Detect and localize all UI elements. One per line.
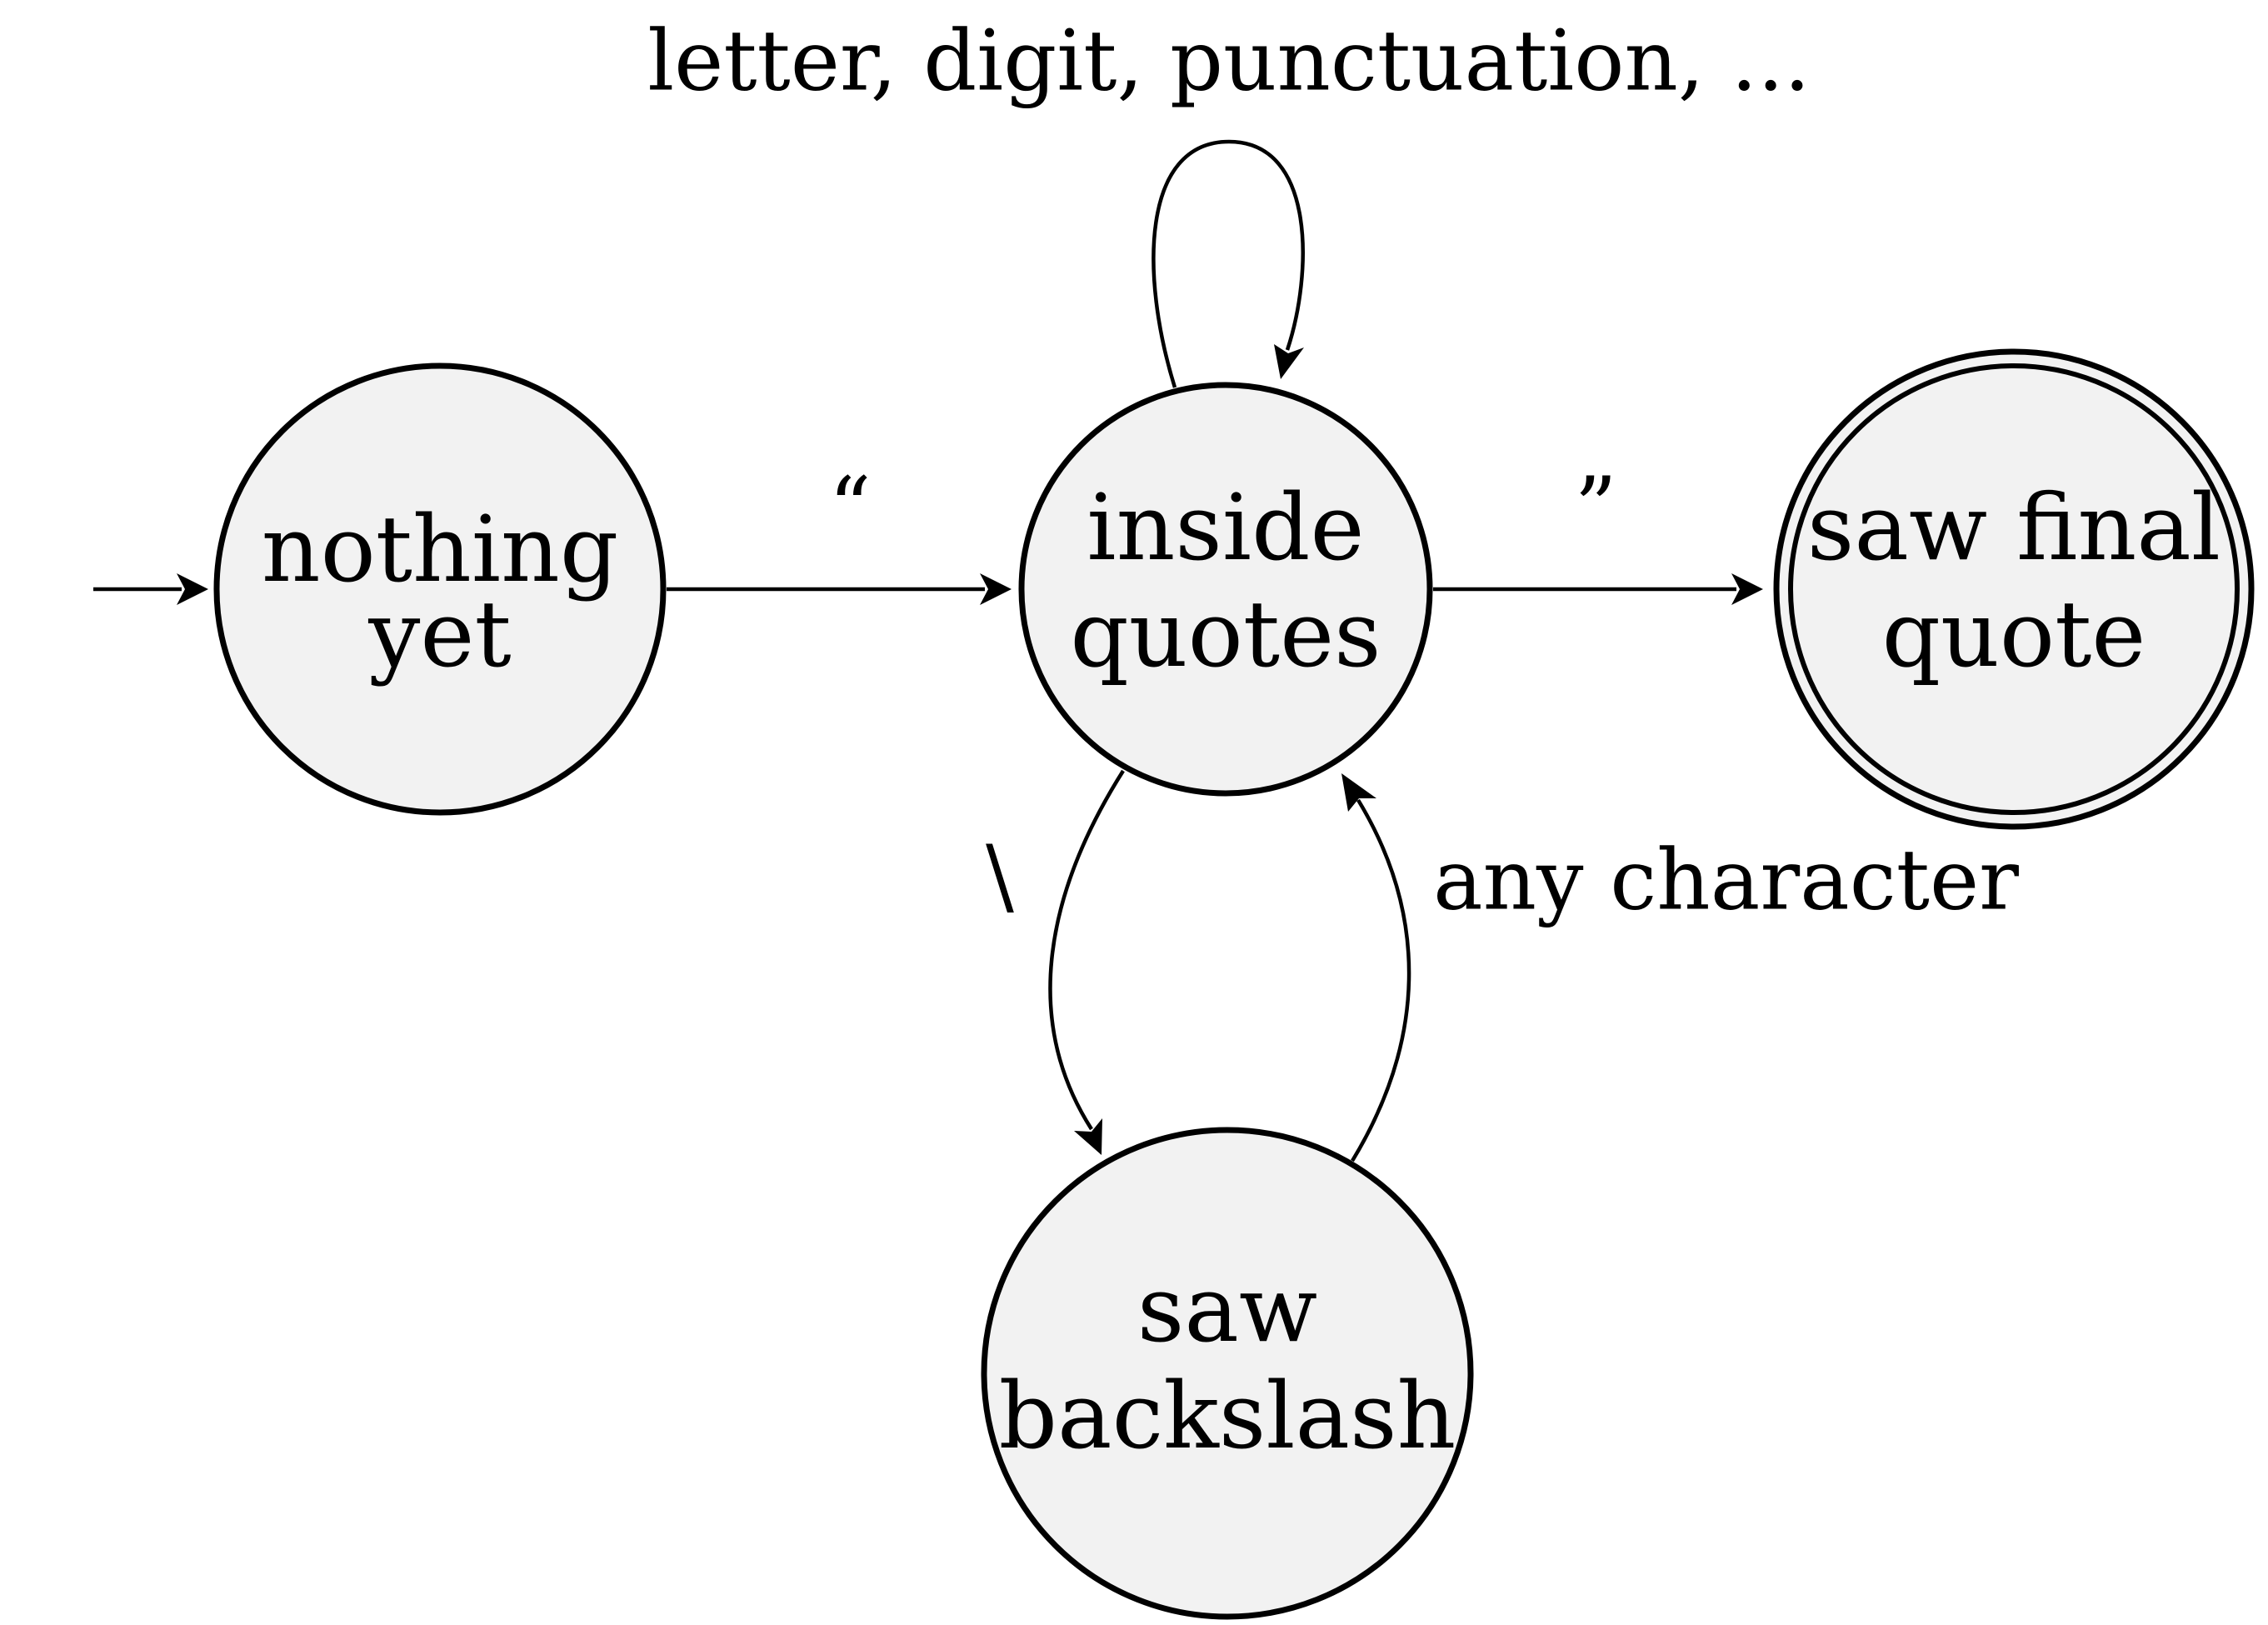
backslash-edge [1048,769,1125,1131]
transition-open-quote [667,573,1012,605]
state-saw-final-quote-circle [1773,348,2255,830]
backslash-label: \ [986,828,1014,925]
transition-self-loop [1151,139,1305,388]
initial-arrowhead [177,573,208,605]
backslash-arrowhead [1074,1118,1102,1155]
state-inside-quotes-line1: inside [1087,474,1364,581]
self-loop-label: letter, digit, punctuation, ... [647,12,1811,110]
state-saw-backslash: saw backslash [981,1127,1474,1620]
any-character-arrowhead [1341,773,1376,812]
self-loop-arrowhead [1274,344,1304,379]
initial-arrow [93,573,208,605]
transition-backslash [1048,769,1125,1155]
state-saw-backslash-line2: backslash [999,1362,1456,1469]
transition-any-character [1341,773,1411,1162]
state-nothing-yet-line2: yet [367,581,511,688]
state-saw-backslash-circle [981,1127,1474,1620]
state-nothing-yet: nothing yet [213,362,667,816]
self-loop-edge [1151,139,1305,388]
open-quote-arrowhead [980,573,1012,605]
open-quote-label: “ [828,459,871,557]
state-nothing-yet-circle [213,362,667,816]
state-nothing-yet-line1: nothing [262,496,619,602]
any-character-edge [1351,798,1411,1162]
transition-close-quote [1433,573,1763,605]
accept-inner-ring [1788,363,2240,815]
state-saw-final-quote: saw final quote [1773,348,2255,830]
state-saw-final-quote-line1: saw final [1807,474,2221,581]
any-character-label: any character [1433,832,2019,929]
close-quote-arrowhead [1731,573,1763,605]
state-saw-backslash-line1: saw [1137,1256,1317,1362]
state-saw-final-quote-line2: quote [1882,581,2146,688]
close-quote-label: ” [1574,459,1616,557]
state-inside-quotes-circle [1018,382,1433,797]
state-inside-quotes-line2: quotes [1070,581,1381,688]
state-inside-quotes: inside quotes [1018,382,1433,797]
